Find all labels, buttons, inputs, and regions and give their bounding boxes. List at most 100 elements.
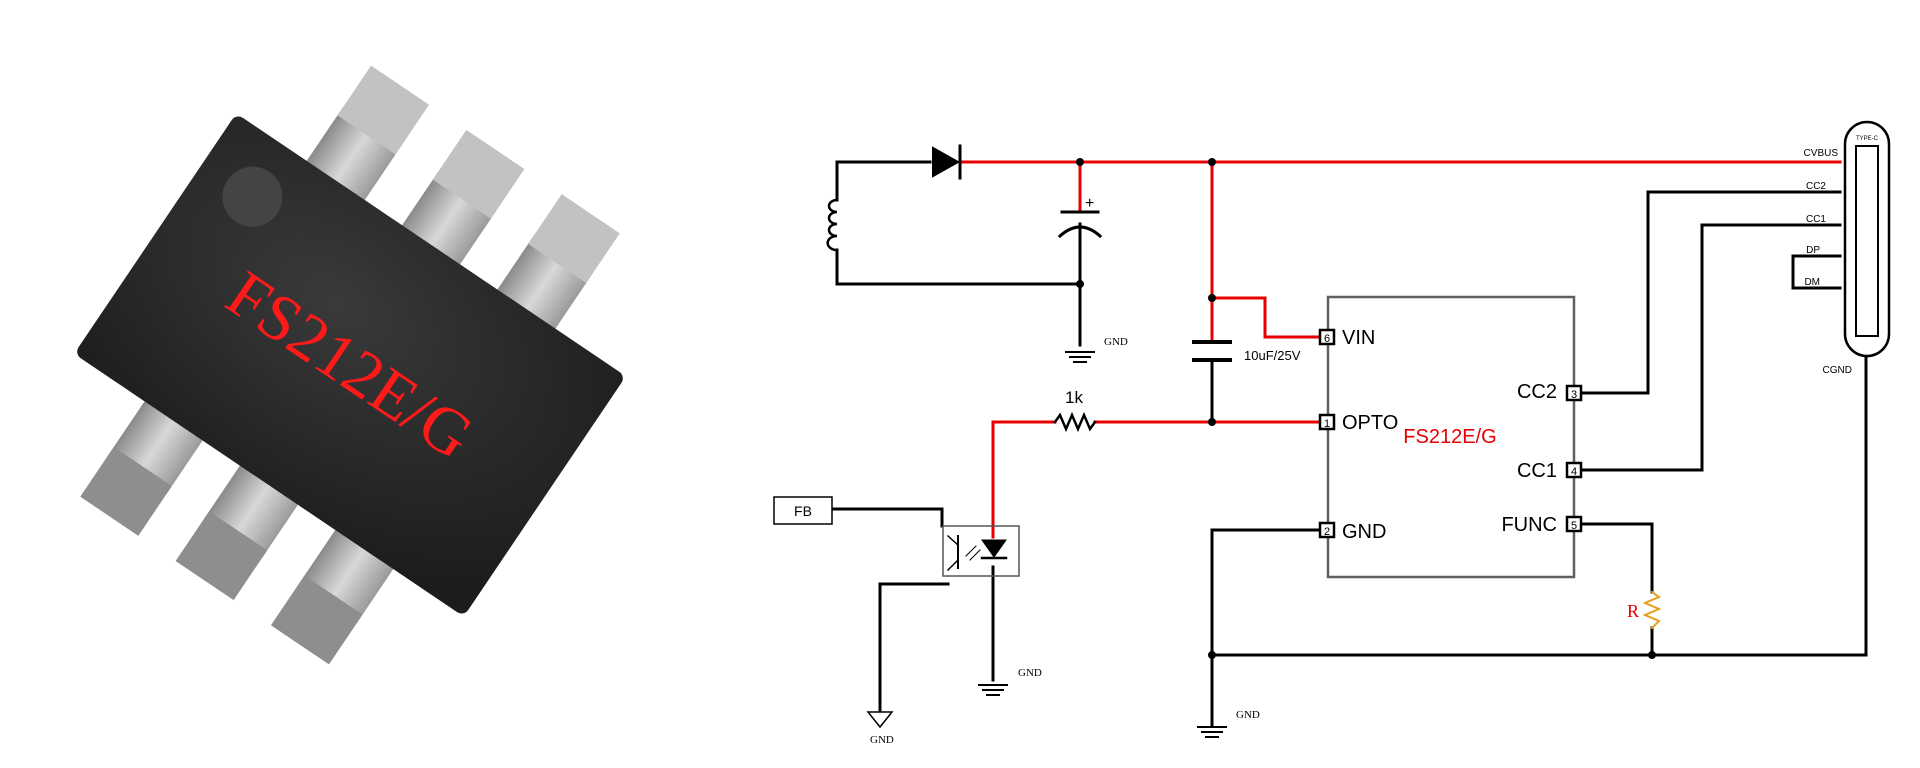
fb-port: FB bbox=[773, 496, 833, 525]
opto-resistor: 1k bbox=[1053, 388, 1097, 433]
chip-pin1-dot bbox=[222, 166, 283, 227]
junction-dot bbox=[1076, 158, 1084, 166]
pin-box bbox=[1318, 521, 1336, 539]
diode-triangle bbox=[932, 146, 961, 178]
polarity-mark: + bbox=[1085, 195, 1094, 212]
ic-name: FS212E/G bbox=[1403, 426, 1496, 448]
chip-photo: FS212E/G bbox=[77, 65, 623, 665]
typec-header: TYPE-C bbox=[1856, 136, 1879, 142]
typec-pin-labels: CVBUS CC2 CC1 DP DM CGND bbox=[1804, 148, 1852, 376]
fb-box bbox=[773, 496, 833, 525]
chip-body bbox=[77, 116, 623, 614]
pin-number: 4 bbox=[1571, 466, 1577, 478]
wire-opto-diode bbox=[991, 420, 1057, 539]
ic-pin-func: 5 FUNC bbox=[1501, 514, 1583, 536]
opto-led bbox=[981, 539, 1007, 558]
resistor-zigzag bbox=[1642, 590, 1662, 630]
transformer-winding bbox=[826, 198, 839, 252]
gnd-symbol-opto bbox=[978, 684, 1008, 696]
bulk-capacitor: + bbox=[1057, 195, 1103, 253]
ground-labels: GND GND GND GND bbox=[870, 336, 1260, 746]
ic-pin-vin: 6 VIN bbox=[1318, 327, 1375, 349]
pin-label: GND bbox=[1342, 521, 1386, 543]
gnd-label: GND bbox=[1236, 709, 1260, 721]
ic-body bbox=[1326, 295, 1576, 579]
ic-pin-cc1: 4 CC1 bbox=[1517, 460, 1583, 482]
typec-pin-label: CC2 bbox=[1806, 181, 1826, 192]
junctions bbox=[1076, 158, 1656, 659]
wire bbox=[1791, 254, 1842, 290]
wire bbox=[1565, 223, 1842, 472]
opto-box bbox=[942, 525, 1020, 577]
wires-black bbox=[830, 160, 1868, 727]
junction-dot bbox=[1208, 418, 1216, 426]
junction-dot bbox=[1076, 280, 1084, 288]
wire bbox=[1210, 528, 1322, 727]
optocoupler bbox=[942, 525, 1020, 577]
pin-number: 1 bbox=[1324, 418, 1330, 430]
gnd-symbol-ic bbox=[1197, 726, 1227, 738]
ground-symbols bbox=[866, 351, 1227, 738]
wire bbox=[830, 507, 944, 528]
gnd-label: GND bbox=[1018, 667, 1042, 679]
rectifier-diode bbox=[932, 144, 962, 180]
wires-power bbox=[958, 160, 1842, 539]
wire bbox=[835, 160, 932, 202]
pin-label: VIN bbox=[1342, 327, 1375, 349]
junction-dot bbox=[1648, 651, 1656, 659]
chip-lead-tip bbox=[80, 446, 172, 536]
fb-label: FB bbox=[794, 503, 812, 519]
chip-lead-tip bbox=[528, 194, 620, 284]
pin-label: OPTO bbox=[1342, 412, 1398, 434]
typec-pin-label: CC1 bbox=[1806, 214, 1826, 225]
wire bbox=[835, 248, 1082, 286]
pin-number: 3 bbox=[1571, 389, 1577, 401]
chip-lead-tip bbox=[270, 575, 363, 665]
gnd-label: GND bbox=[1104, 336, 1128, 348]
pin-box bbox=[1565, 461, 1583, 479]
chip-lead-tip bbox=[337, 65, 430, 155]
pin-box bbox=[1318, 328, 1336, 346]
wire bbox=[1565, 522, 1654, 594]
opto-light-arrow bbox=[969, 549, 981, 561]
resistor-zigzag bbox=[1053, 411, 1097, 433]
pin-label: FUNC bbox=[1501, 514, 1557, 536]
typec-pin-label: DP bbox=[1806, 245, 1820, 256]
typec-tongue bbox=[1855, 145, 1879, 337]
pin-box bbox=[1565, 384, 1583, 402]
gnd-symbol-bulk bbox=[1065, 351, 1095, 363]
pin-label: CC2 bbox=[1517, 381, 1557, 403]
schematic: + 10uF/25V 1k R bbox=[773, 120, 1891, 746]
resistor-label: 1k bbox=[1065, 388, 1083, 407]
opto-transistor-collector bbox=[946, 534, 960, 547]
pin-number: 5 bbox=[1571, 520, 1577, 532]
ic-pin-cc2: 3 CC2 bbox=[1517, 381, 1583, 403]
junction-dot bbox=[1208, 651, 1216, 659]
ic-fs212: FS212E/G 6 VIN 1 OPTO 2 GND 3 bbox=[1318, 295, 1583, 579]
typec-gnd-label: CGND bbox=[1823, 365, 1852, 376]
chip-lead-tip bbox=[175, 511, 268, 601]
vin-capacitor: 10uF/25V bbox=[1192, 340, 1301, 363]
pin-label: CC1 bbox=[1517, 460, 1557, 482]
pin-number: 2 bbox=[1324, 526, 1330, 538]
wire bbox=[1210, 348, 1868, 657]
pin-box bbox=[1565, 515, 1583, 533]
ic-pin-opto: 1 OPTO bbox=[1318, 412, 1398, 434]
wire bbox=[1565, 190, 1842, 395]
opto-light-arrow bbox=[965, 545, 977, 557]
junction-dot bbox=[1208, 158, 1216, 166]
pin-box bbox=[1318, 413, 1336, 431]
wire-vin bbox=[1210, 296, 1322, 339]
junction-dot bbox=[1208, 294, 1216, 302]
typec-pin-label: CVBUS bbox=[1804, 148, 1839, 159]
typec-connector: TYPE-C CVBUS CC2 CC1 DP DM CGND bbox=[1804, 120, 1891, 376]
func-resistor-label: R bbox=[1627, 601, 1639, 621]
pin-number: 6 bbox=[1324, 333, 1330, 345]
opto-transistor-emitter bbox=[946, 558, 960, 572]
gnd-label: GND bbox=[870, 734, 894, 746]
chip-lead-tip bbox=[432, 129, 525, 219]
typec-pin-label: DM bbox=[1804, 277, 1820, 288]
wire bbox=[878, 582, 950, 712]
